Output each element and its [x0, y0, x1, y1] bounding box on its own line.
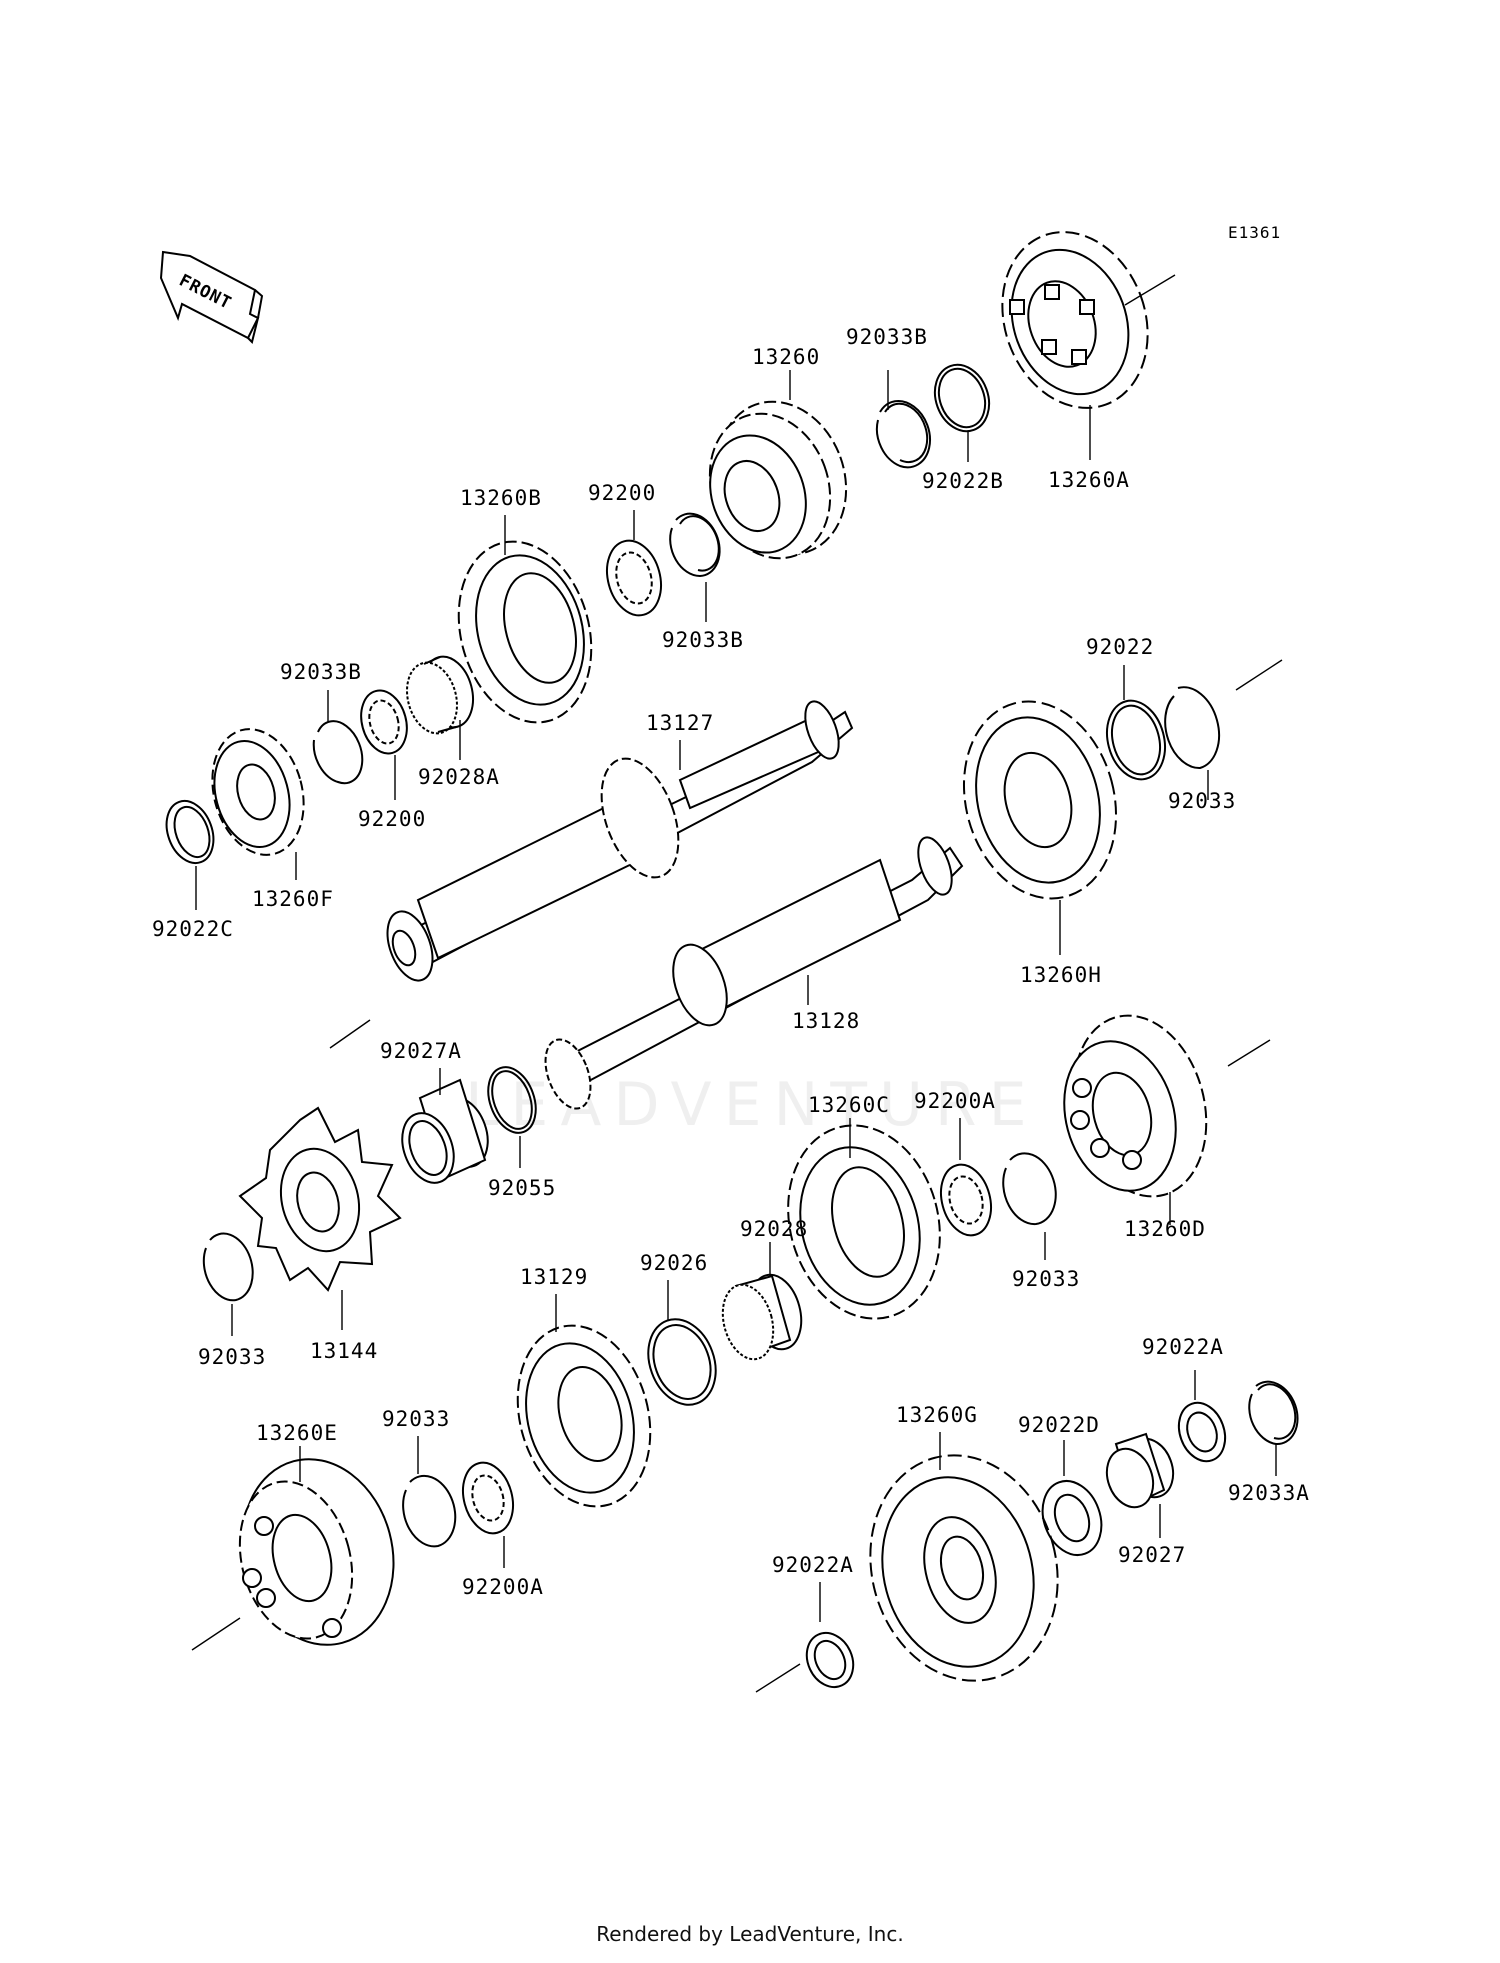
label-13260G: 13260G	[896, 1403, 978, 1427]
label-13260F: 13260F	[252, 887, 334, 911]
label-92200-a: 92200	[588, 481, 656, 505]
label-92033-d: 92033	[382, 1407, 450, 1431]
part-gear-13260G	[869, 1432, 1059, 1682]
label-92022B: 92022B	[922, 469, 1004, 493]
label-92200A-a: 92200A	[914, 1089, 996, 1113]
diagram-code: E1361	[1228, 223, 1281, 242]
label-13260A: 13260A	[1048, 468, 1130, 492]
part-gear-13260E	[191, 1446, 395, 1651]
part-labels: 13260 92033B 92022B 13260A 13260B 92200 …	[152, 325, 1310, 1599]
part-gear-13260H	[962, 700, 1118, 955]
label-13260C: 13260C	[808, 1093, 890, 1117]
part-bearing-92028A	[406, 655, 474, 760]
label-92022A-b: 92022A	[772, 1553, 854, 1577]
part-circlip-92033-c	[202, 1232, 254, 1336]
label-13129: 13129	[520, 1265, 588, 1289]
part-circlip-92033-b	[1002, 1152, 1057, 1260]
label-92026: 92026	[640, 1251, 708, 1275]
part-gear-13260A	[1001, 231, 1176, 460]
label-13260E: 13260E	[256, 1421, 338, 1445]
part-collar-92027A	[401, 1068, 489, 1184]
footer-credit: Rendered by LeadVenture, Inc.	[596, 1922, 904, 1946]
label-92200-b: 92200	[358, 807, 426, 831]
label-13260B: 13260B	[460, 486, 542, 510]
label-13260D: 13260D	[1124, 1217, 1206, 1241]
label-92033B-c: 92033B	[280, 660, 362, 684]
part-washer-92022D	[1041, 1440, 1103, 1556]
label-92033-a: 92033	[1168, 789, 1236, 813]
part-washer-92022A-a	[1177, 1370, 1227, 1463]
label-13127: 13127	[646, 711, 714, 735]
part-bearing-92028	[721, 1242, 803, 1361]
part-ring-92022	[1106, 665, 1166, 781]
part-sprocket-13144	[238, 1106, 402, 1330]
part-washer-92026	[647, 1280, 717, 1406]
label-92028: 92028	[740, 1217, 808, 1241]
label-13128: 13128	[792, 1009, 860, 1033]
label-92022: 92022	[1086, 635, 1154, 659]
part-circlip-92033B-b	[669, 512, 721, 622]
part-gear-13129	[516, 1294, 652, 1508]
part-washer-92022A-b	[755, 1582, 855, 1693]
part-gear-13260C	[787, 1118, 941, 1320]
part-gear-13260	[708, 370, 848, 560]
part-washer-92200A-a	[940, 1118, 992, 1237]
label-13144: 13144	[310, 1339, 378, 1363]
label-92200A-b: 92200A	[462, 1575, 544, 1599]
label-92033B-b: 92033B	[662, 628, 744, 652]
part-circlip-92033B-a	[875, 370, 931, 469]
part-oring-92055	[487, 1066, 537, 1168]
part-circlip-92033-a	[1164, 659, 1283, 800]
label-92028A: 92028A	[418, 765, 500, 789]
label-13260: 13260	[752, 345, 820, 369]
part-shaft-13127	[329, 700, 854, 1049]
label-13260H: 13260H	[1020, 963, 1102, 987]
part-shaft-13128	[544, 836, 964, 1110]
label-92055: 92055	[488, 1176, 556, 1200]
label-92027A: 92027A	[380, 1039, 462, 1063]
part-gear-13260F	[211, 728, 305, 880]
part-washer-92200A-b	[462, 1461, 514, 1568]
part-gear-13260B	[457, 515, 593, 724]
part-circlip-92033A	[1248, 1380, 1299, 1476]
part-washer-92200-b	[360, 689, 408, 800]
part-washer-92022C	[165, 800, 215, 910]
label-92022C: 92022C	[152, 917, 234, 941]
part-gear-13260D	[1063, 1014, 1271, 1225]
label-92027: 92027	[1118, 1543, 1186, 1567]
label-92033-c: 92033	[198, 1345, 266, 1369]
part-ring-92022B	[933, 363, 991, 462]
label-92033A: 92033A	[1228, 1481, 1310, 1505]
part-washer-92200-a	[606, 510, 662, 617]
part-circlip-92033-d	[402, 1436, 457, 1548]
front-arrow-icon: FRONT	[159, 250, 264, 344]
part-collar-92027	[1105, 1432, 1175, 1538]
label-92033-b: 92033	[1012, 1267, 1080, 1291]
part-circlip-92033B-c	[312, 690, 364, 785]
label-92022D: 92022D	[1018, 1413, 1100, 1437]
label-92022A-a: 92022A	[1142, 1335, 1224, 1359]
label-92033B-a: 92033B	[846, 325, 928, 349]
